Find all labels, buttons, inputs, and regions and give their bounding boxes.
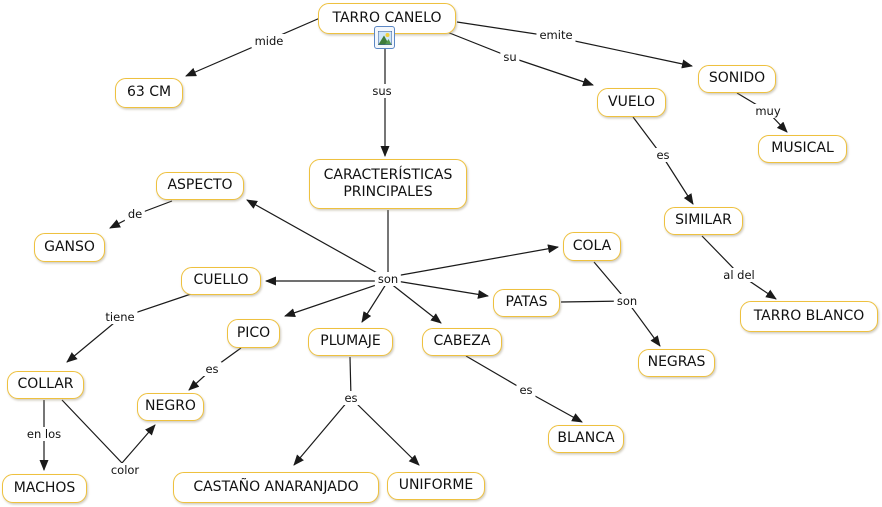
link-label-de[interactable]: de xyxy=(124,207,146,221)
link-label-es-plumaje[interactable]: es xyxy=(341,391,361,405)
concept-node-pico[interactable]: PICO xyxy=(227,319,280,348)
concept-node-machos[interactable]: MACHOS xyxy=(2,474,87,503)
link-label-mide[interactable]: mide xyxy=(251,34,287,48)
link-label-son-hub[interactable]: son xyxy=(374,272,402,286)
link-label-son-patas[interactable]: son xyxy=(613,294,641,308)
link-label-su[interactable]: su xyxy=(500,50,520,64)
concept-node-vuelo[interactable]: VUELO xyxy=(597,88,666,117)
concept-node-cuello[interactable]: CUELLO xyxy=(181,267,261,295)
concept-node-cola[interactable]: COLA xyxy=(563,232,621,261)
edge-son-plumaje xyxy=(361,280,389,323)
link-label-al-del[interactable]: al del xyxy=(720,268,758,282)
concept-node-cabeza[interactable]: CABEZA xyxy=(422,328,502,356)
concept-node-similar[interactable]: SIMILAR xyxy=(664,207,743,235)
link-label-en-los[interactable]: en los xyxy=(23,427,65,441)
edge-es-uniforme xyxy=(353,400,420,466)
link-label-es-pico[interactable]: es xyxy=(202,362,222,376)
edge-son-negras xyxy=(626,300,661,347)
concept-node-plumaje[interactable]: PLUMAJE xyxy=(308,328,393,356)
link-label-emite[interactable]: emite xyxy=(536,28,576,42)
concept-node-patas[interactable]: PATAS xyxy=(493,289,560,317)
concept-node-castano[interactable]: CASTAÑO ANARANJADO xyxy=(173,472,379,503)
link-label-es-vuelo[interactable]: es xyxy=(653,148,673,162)
concept-node-collar[interactable]: COLLAR xyxy=(7,371,84,399)
concept-node-aspecto[interactable]: ASPECTO xyxy=(156,172,244,200)
edge-son-pico xyxy=(284,280,389,318)
edge-son-cola xyxy=(389,244,559,278)
edge-son-aspecto xyxy=(246,199,389,280)
link-label-sus[interactable]: sus xyxy=(369,84,395,98)
link-label-es-cabeza[interactable]: es xyxy=(516,383,536,397)
edge-es-castano xyxy=(293,400,349,466)
link-label-color[interactable]: color xyxy=(107,463,143,477)
edge-son-cabeza xyxy=(389,282,442,324)
concept-node-uniforme[interactable]: UNIFORME xyxy=(387,472,485,500)
concept-node-caracteristicas[interactable]: CARACTERÍSTICAS PRINCIPALES xyxy=(309,159,467,209)
concept-node-negro[interactable]: NEGRO xyxy=(137,393,204,421)
link-label-muy[interactable]: muy xyxy=(752,104,784,118)
concept-node-ganso[interactable]: GANSO xyxy=(34,233,105,262)
concept-node-tarro_blanco[interactable]: TARRO BLANCO xyxy=(740,301,878,332)
concept-node-blanca[interactable]: BLANCA xyxy=(548,425,624,453)
landscape-thumbnail-icon xyxy=(377,30,392,45)
concept-node-musical[interactable]: MUSICAL xyxy=(758,135,847,163)
edge-son-patas-node xyxy=(389,279,489,299)
image-resource-icon[interactable] xyxy=(374,26,395,49)
edge-tiene xyxy=(66,293,192,363)
concept-node-negras[interactable]: NEGRAS xyxy=(638,349,715,377)
concept-node-63cm[interactable]: 63 CM xyxy=(115,78,183,108)
concept-node-sonido[interactable]: SONIDO xyxy=(698,65,776,93)
link-label-tiene[interactable]: tiene xyxy=(102,310,138,324)
